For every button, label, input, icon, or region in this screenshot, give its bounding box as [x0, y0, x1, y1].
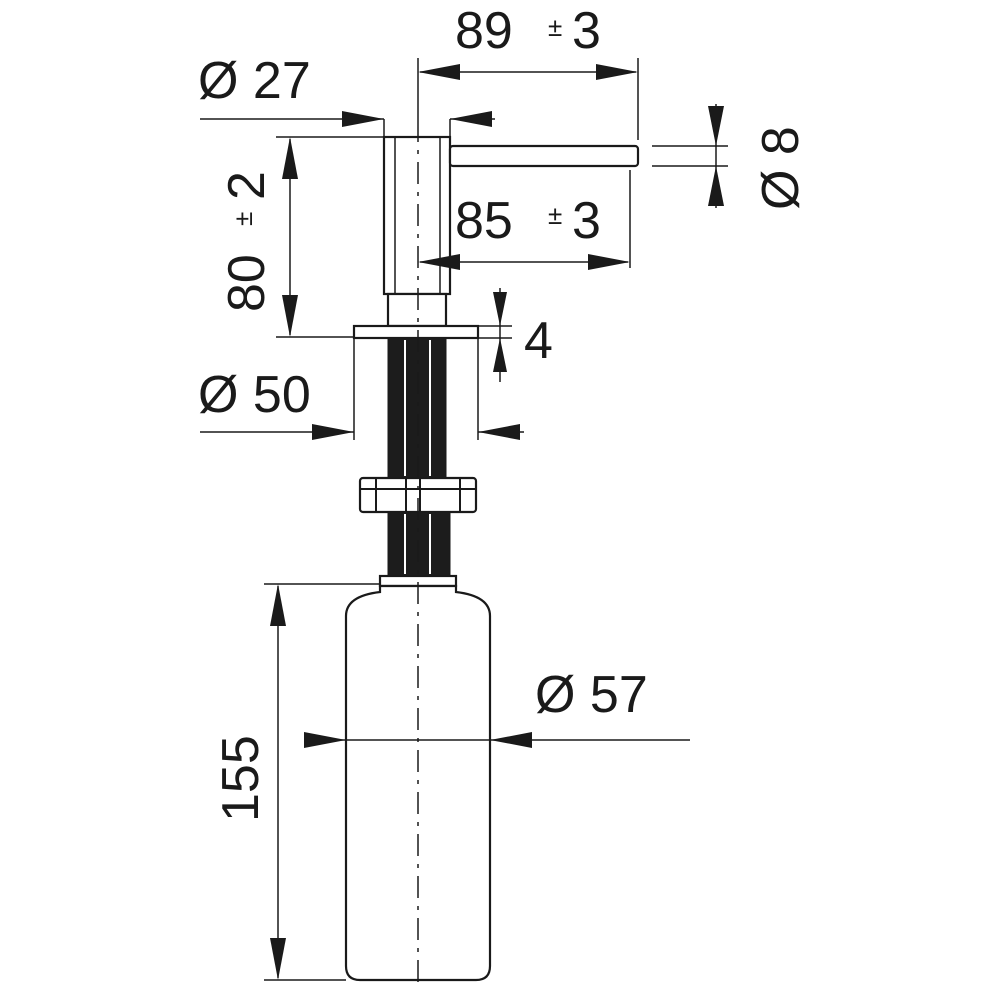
dim-spout-diameter: Ø 8: [652, 104, 810, 210]
dim-bottle-height-value: 155: [212, 735, 270, 822]
dim-spout-diameter-value: Ø 8: [752, 126, 810, 210]
dim-spout-reach: 85 ± 3: [418, 170, 631, 270]
dim-spout-length-value: 89: [455, 2, 513, 60]
dim-bottle-height: 155: [212, 583, 380, 981]
dispenser-body: [344, 120, 640, 985]
dim-spout-length-tol-sign: ±: [548, 12, 562, 42]
dim-bottle-diameter: Ø 57: [304, 666, 690, 748]
dim-spout-reach-value: 85: [455, 192, 513, 250]
lower-tube: [387, 511, 451, 577]
dim-spout-length-tol: 3: [572, 2, 601, 60]
head-neck: [386, 292, 448, 328]
dim-head-height-tol-sign: ±: [228, 212, 258, 226]
dim-head-height: 80 ± 2: [218, 136, 384, 338]
dim-head-height-value: 80: [218, 254, 276, 312]
dim-head-diameter-value: Ø 27: [198, 52, 311, 110]
dim-bottle-diameter-value: Ø 57: [535, 666, 648, 724]
dim-spout-reach-tol-sign: ±: [548, 200, 562, 230]
dim-head-diameter: Ø 27: [198, 52, 495, 137]
dim-flange-diameter-value: Ø 50: [198, 366, 311, 424]
dim-spout-length: 89 ± 3: [417, 2, 639, 140]
dim-spout-reach-tol: 3: [572, 192, 601, 250]
threaded-shank: [387, 337, 447, 479]
spout: [448, 144, 640, 168]
flange: [352, 324, 480, 340]
dim-flange-diameter: Ø 50: [198, 338, 524, 440]
dim-flange-thickness-value: 4: [524, 312, 553, 370]
dim-head-height-tol: 2: [218, 171, 276, 200]
dim-flange-thickness: 4: [478, 288, 553, 382]
